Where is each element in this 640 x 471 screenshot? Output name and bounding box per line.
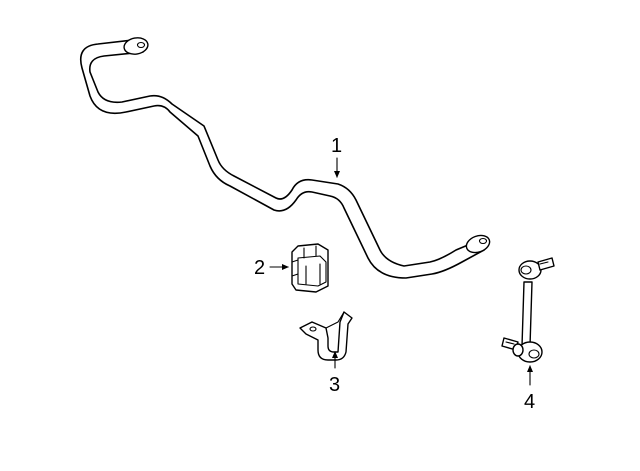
callout-4: 4 — [524, 391, 535, 413]
bushing — [291, 243, 329, 293]
stabilizer-link — [501, 257, 555, 363]
callout-3: 3 — [329, 374, 340, 396]
callout-1: 1 — [331, 135, 342, 157]
callout-2: 2 — [254, 257, 265, 279]
bracket — [299, 311, 353, 361]
stabilizer-bar — [79, 37, 491, 279]
